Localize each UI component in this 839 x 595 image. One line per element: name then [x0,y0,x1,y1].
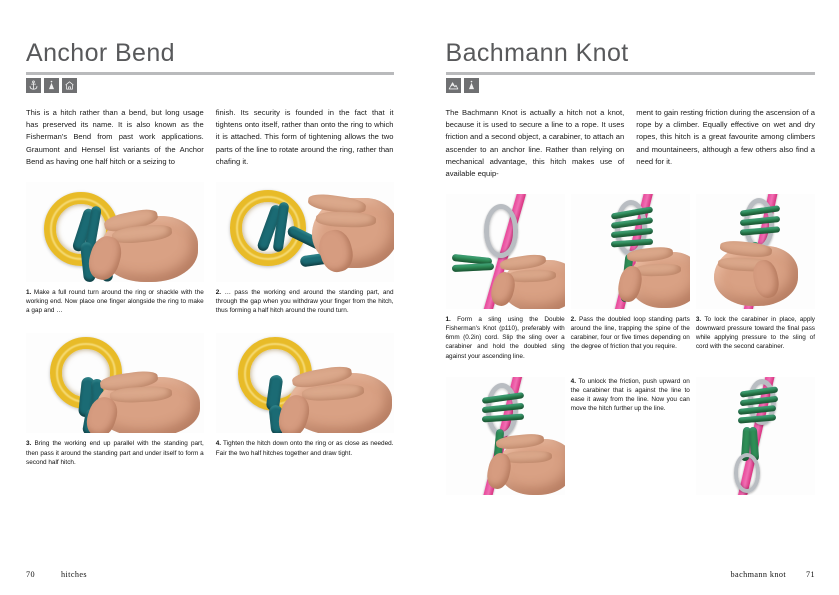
climber-icon [463,78,479,94]
bachmann-step-4-number: 4. [570,377,577,385]
step-row-2-right: 4. To unlock the friction, push upward o… [445,376,816,495]
footer-left: 70 hitches [26,570,87,579]
step-2-caption: 2. … pass the working end around the sta… [216,288,394,316]
page-title-bachmann-knot: Bachmann Knot [445,39,629,67]
left-page: Anchor Bend [26,39,394,579]
category-icon-row-left [26,78,394,94]
anchor-bend-step-4-photo [215,333,394,434]
step-row-1-right: 1. Form a sling using the Double Fisherm… [445,193,816,361]
step-1-number: 1. [26,288,32,296]
step-cell-4: 4. Tighten the hitch down onto the ring … [215,333,394,467]
bachmann-step-2-text: Pass the doubled loop standing parts aro… [570,315,690,351]
bachmann-knot-step-2-photo [570,193,690,309]
anchor-bend-step-1-photo [26,181,204,282]
step-row-1-left: 1. Make a full round turn around the rin… [26,181,394,316]
bachmann-step-cell-2: 2. Pass the doubled loop standing parts … [570,193,690,361]
right-page: Bachmann Knot [420,0,839,595]
step-4-number: 4. [215,440,222,448]
step-4-caption: 4. Tighten the hitch down onto the ring … [216,439,394,457]
bachmann-step-cell-3: 3. To lock the carabiner in place, apply… [695,193,816,361]
step-1-caption: 1. Make a full round turn around the rin… [26,288,204,316]
bachmann-knot-step-3-photo [695,193,816,309]
intro-column-2-right: ment to gain resting friction during the… [636,108,815,166]
bachmann-step-4-caption: 4. To unlock the friction, push upward o… [571,377,690,414]
section-name-left: hitches [61,570,87,579]
step-cell-1: 1. Make a full round turn around the rin… [26,181,204,316]
house-icon [62,78,77,94]
bachmann-step-4-text: To unlock the friction, push upward on t… [570,377,690,413]
page-title-anchor-bend: Anchor Bend [26,39,175,67]
bachmann-step-1-text: Form a sling using the Double Fisherman'… [445,315,565,360]
intro-column-2: finish. Its security is founded in the f… [215,108,394,166]
bachmann-step-cell-4 [445,376,565,495]
bachmann-step-3-number: 3. [695,315,702,323]
intro-column-1-right: The Bachmann Knot is actually a hitch no… [445,108,625,178]
step-3-text: Bring the working end up parallel with t… [26,440,204,466]
page-number-right: 71 [806,570,815,579]
bachmann-step-2-number: 2. [570,315,577,323]
step-cell-2: 2. … pass the working end around the sta… [215,181,394,316]
bachmann-step-2-caption: 2. Pass the doubled loop standing parts … [571,315,690,352]
climber-icon [44,78,59,94]
mountain-icon [445,78,461,94]
anchor-bend-step-3-photo [26,333,204,434]
step-1-text: Make a full round turn around the ring o… [26,288,204,315]
bachmann-step-1-number: 1. [445,315,451,323]
bachmann-step-3-caption: 3. To lock the carabiner in place, apply… [696,315,815,352]
bachmann-step-4-caption-cell: 4. To unlock the friction, push upward o… [571,377,690,495]
step-row-2-left: 3. Bring the working end up parallel wit… [26,333,394,467]
bachmann-knot-step-4-photo [445,376,565,495]
step-2-text: … pass the working end around the standi… [215,288,394,315]
footer-right: bachmann knot 71 [731,570,815,579]
page-number-left: 70 [26,570,35,579]
bachmann-step-cell-1: 1. Form a sling using the Double Fisherm… [445,193,565,361]
step-cell-3: 3. Bring the working end up parallel wit… [26,333,204,467]
anchor-icon [26,78,41,94]
bachmann-final-photo-cell [695,376,816,495]
bachmann-knot-final-photo [695,376,816,495]
section-name-right: bachmann knot [730,570,786,579]
anchor-bend-step-2-photo [215,181,394,282]
title-divider-right [445,72,815,76]
intro-text-right: The Bachmann Knot is actually a hitch no… [446,107,816,180]
step-2-number: 2. [215,288,222,296]
bachmann-step-3-text: To lock the carabiner in place, apply do… [695,315,816,351]
step-3-number: 3. [26,440,32,448]
bachmann-step-1-caption: 1. Form a sling using the Double Fisherm… [446,315,565,361]
step-4-text: Tighten the hitch down onto the ring or … [215,440,394,457]
bachmann-knot-step-1-photo [445,193,565,309]
intro-column-1: This is a hitch rather than a bend, but … [26,108,204,166]
title-divider [26,72,394,76]
step-3-caption: 3. Bring the working end up parallel wit… [26,439,204,467]
category-icon-row-right [445,78,816,94]
intro-text-left: This is a hitch rather than a bend, but … [26,107,394,167]
